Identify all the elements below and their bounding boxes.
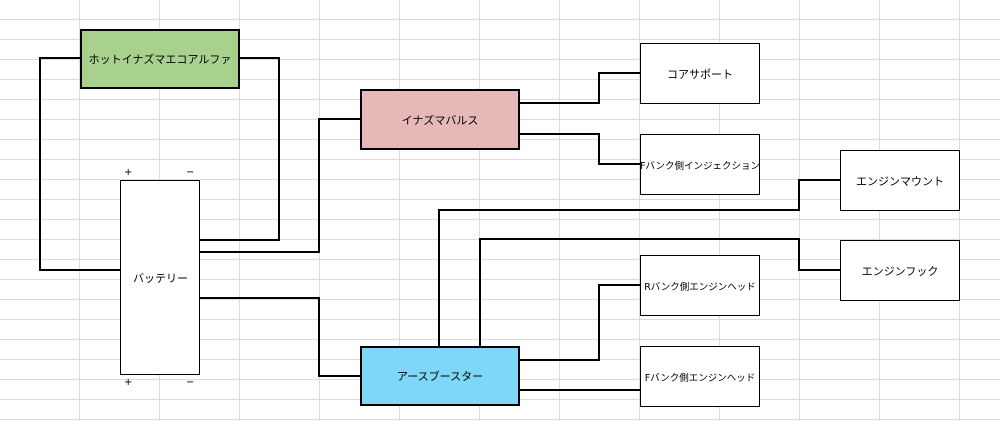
wire-hot-left [39,57,120,271]
r-bank-engine-head-label: Rバンク側エンジンヘッド [644,281,756,293]
battery-bottom-minus: − [186,377,195,388]
engine-mount-box[interactable]: エンジンマウント [840,150,960,211]
battery-bottom-plus: + [124,377,133,388]
f-bank-injection-label: Fバンク側インジェクション [640,160,760,172]
r-bank-engine-head-box[interactable]: Rバンク側エンジンヘッド [640,255,760,316]
engine-hook-label: エンジンフック [861,264,939,278]
wire-battery-inazuma [200,118,360,253]
earth-booster-label: アースブースター [396,370,484,383]
wire-inazuma-core [520,72,640,104]
hot-inazuma-eco-alpha-box[interactable]: ホットイナズマエコアルファ [80,29,240,89]
core-support-box[interactable]: コアサポート [640,43,760,104]
battery-top-plus: + [124,167,133,178]
engine-mount-label: エンジンマウント [856,174,944,188]
hot-inazuma-label: ホットイナズマエコアルファ [88,53,232,66]
engine-hook-box[interactable]: エンジンフック [840,240,960,301]
inazuma-pulse-label: イナズマバルス [401,113,479,127]
battery-label: バッテリー [133,271,188,285]
battery-box[interactable]: バッテリー [120,180,200,375]
core-support-label: コアサポート [667,67,733,81]
f-bank-engine-head-label: Fバンク側エンジンヘッド [644,372,756,384]
wire-earth-hook [479,238,840,346]
earth-booster-box[interactable]: アースブースター [360,346,520,406]
wire-inazuma-finj [520,133,640,165]
battery-top-minus: − [186,167,195,178]
wire-hot-right [200,57,280,241]
f-bank-engine-head-box[interactable]: Fバンク側エンジンヘッド [640,346,760,407]
wire-earth-mount [438,179,840,346]
wire-earth-rhead [520,284,640,361]
inazuma-pulse-box[interactable]: イナズマバルス [360,89,520,150]
wire-battery-earth [200,297,360,377]
f-bank-injection-box[interactable]: Fバンク側インジェクション [640,134,760,195]
